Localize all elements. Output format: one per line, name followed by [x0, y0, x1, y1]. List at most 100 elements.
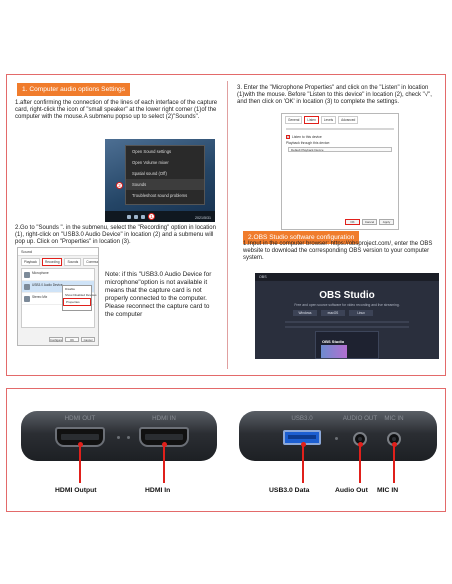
- properties-buttons: OK Cancel Apply: [345, 219, 394, 225]
- obs-site-topbar: OBS: [255, 273, 439, 281]
- port-label-hdmi-in: HDMI IN: [152, 415, 176, 422]
- pointer-dot: [78, 442, 83, 447]
- pointer-line: [359, 445, 361, 483]
- pointer-dot: [162, 442, 167, 447]
- configure-button[interactable]: Configure: [49, 337, 63, 342]
- context-menu: Open Sound settings Open Volume mixer Sp…: [125, 145, 205, 205]
- obs-site-subtitle: Free and open source software for video …: [294, 303, 400, 307]
- pointer-dot: [358, 442, 363, 447]
- obs-step1-text: 1.Input in the computer browser: https:/…: [243, 241, 433, 262]
- column-divider: [227, 81, 228, 369]
- pointer-line: [393, 445, 395, 483]
- context-menu-item[interactable]: Open Volume mixer: [132, 160, 169, 165]
- port-label-hdmi-out: HDMI OUT: [64, 415, 96, 422]
- submenu-item[interactable]: Show Disabled Devices: [65, 293, 97, 297]
- playback-device-select[interactable]: Default Playback Device: [288, 147, 392, 152]
- step3-text: 3. Enter the "Microphone Properties" and…: [237, 85, 432, 106]
- pointer-line: [302, 445, 304, 483]
- context-menu-item[interactable]: Spatial sound (Off): [132, 171, 167, 176]
- properties-tabs: General Listen Levels Advanced: [282, 114, 398, 126]
- instructions-panel: 1. Computer audio options Settings 1.aft…: [6, 74, 446, 376]
- port-label-usb: USB3.0: [291, 415, 313, 422]
- tab-listen[interactable]: Listen: [304, 116, 319, 124]
- tab-general[interactable]: General: [285, 116, 303, 124]
- taskbar-clock: 2021/5/31: [195, 216, 211, 220]
- recording-device-list: Microphone USB3.0 Audio Device Stereo Mi…: [21, 268, 97, 328]
- ok-button[interactable]: OK: [65, 337, 79, 342]
- left-column: 1. Computer audio options Settings 1.aft…: [7, 75, 227, 375]
- sound-dialog-title: Sound: [18, 248, 98, 256]
- context-menu-item[interactable]: Open Sound settings: [132, 149, 172, 154]
- listen-checkbox[interactable]: √: [286, 135, 290, 139]
- download-linux-button[interactable]: Linux: [349, 310, 373, 316]
- obs-preview-image: OBS Studio: [315, 331, 379, 359]
- marker-2: 2: [116, 182, 123, 189]
- obs-download-buttons: Windows macOS Linux: [293, 310, 373, 316]
- port-cavity: [288, 435, 316, 439]
- divider-line: [286, 128, 394, 130]
- divider-line: [285, 321, 409, 323]
- note-text: Note: if this "USB3.0 Audio Device for m…: [105, 271, 212, 318]
- obs-website-screenshot: OBS OBS Studio Free and open source soft…: [255, 273, 439, 359]
- submenu-item-properties[interactable]: Properties: [63, 298, 91, 306]
- right-column: 3. Enter the "Microphone Properties" and…: [229, 75, 445, 375]
- pointer-dot: [301, 442, 306, 447]
- context-menu-item[interactable]: Troubleshoot sound problems: [132, 193, 188, 198]
- pointer-line: [79, 445, 81, 483]
- indicator-led: [335, 437, 338, 440]
- sound-dialog-tabs: Playback Recording Sounds Communications: [18, 256, 98, 266]
- pointer-line: [163, 445, 165, 483]
- indicator-led: [117, 436, 120, 439]
- download-macos-button[interactable]: macOS: [321, 310, 345, 316]
- playback-label: Playback through this device:: [286, 141, 331, 145]
- caption-mic-in: MIC IN: [377, 487, 399, 494]
- speaker-icon[interactable]: [134, 214, 138, 219]
- device-context-menu: Disable Show Disabled Devices Properties: [62, 285, 97, 311]
- taskbar: 1: [105, 211, 215, 222]
- divider-line: [285, 326, 409, 328]
- caption-hdmi-in: HDMI In: [145, 487, 171, 494]
- obs-preview-scene: [321, 345, 347, 358]
- port-label-audio-out: AUDIO OUT: [342, 415, 378, 422]
- tab-levels[interactable]: Levels: [320, 116, 337, 124]
- tab-playback[interactable]: Playback: [21, 258, 40, 266]
- sound-dialog-buttons: Configure OK Cancel: [49, 337, 95, 342]
- context-menu-item-sounds[interactable]: Sounds: [126, 179, 204, 190]
- section-heading-audio: 1. Computer audio options Settings: [17, 83, 130, 96]
- tab-recording[interactable]: Recording: [41, 258, 63, 266]
- apply-button[interactable]: Apply: [379, 219, 394, 225]
- tray-icon[interactable]: [127, 214, 131, 219]
- network-icon[interactable]: [141, 214, 145, 219]
- port-cavity: [145, 434, 183, 440]
- caption-hdmi-output: HDMI Output: [55, 487, 97, 494]
- ok-button[interactable]: OK: [345, 219, 360, 225]
- ports-panel: HDMI OUT HDMI IN USB3.0 AUDIO OUT MIC IN…: [6, 388, 446, 512]
- cancel-button[interactable]: Cancel: [362, 219, 377, 225]
- obs-preview-title: OBS Studio: [322, 339, 345, 344]
- listen-checkbox-label: Listen to this device: [292, 135, 322, 139]
- listen-checkbox-row[interactable]: √ Listen to this device: [286, 135, 394, 139]
- download-windows-button[interactable]: Windows: [293, 310, 317, 316]
- obs-site-title: OBS Studio: [319, 290, 375, 301]
- microphone-properties-screenshot: General Listen Levels Advanced √ Listen …: [281, 113, 399, 230]
- capture-card-usb-side: USB3.0 AUDIO OUT MIC IN: [239, 411, 437, 461]
- step2-text: 2.Go to "Sounds ". in the submenu, selec…: [15, 225, 216, 246]
- taskbar-context-menu-screenshot: Open Sound settings Open Volume mixer Sp…: [105, 139, 215, 222]
- section-heading-obs: 2.OBS Studio software configuration: [243, 231, 360, 244]
- caption-usb-data: USB3.0 Data: [269, 487, 310, 494]
- marker-1: 1: [148, 213, 155, 220]
- tab-communications[interactable]: Communications: [83, 258, 98, 266]
- cancel-button[interactable]: Cancel: [81, 337, 95, 342]
- device-item[interactable]: Stereo Mix: [22, 293, 94, 305]
- sound-dialog-screenshot: Sound Playback Recording Sounds Communic…: [17, 247, 99, 346]
- pointer-dot: [392, 442, 397, 447]
- tab-advanced[interactable]: Advanced: [338, 116, 359, 124]
- port-label-mic-in: MIC IN: [384, 415, 404, 422]
- caption-audio-out: Audio Out: [335, 487, 368, 494]
- tab-sounds[interactable]: Sounds: [64, 258, 82, 266]
- step1-text: 1.after confirming the connection of the…: [15, 100, 218, 121]
- port-cavity: [61, 434, 99, 440]
- submenu-item[interactable]: Disable: [65, 287, 76, 291]
- capture-card-hdmi-side: HDMI OUT HDMI IN: [21, 411, 217, 461]
- device-item[interactable]: Microphone: [22, 269, 94, 281]
